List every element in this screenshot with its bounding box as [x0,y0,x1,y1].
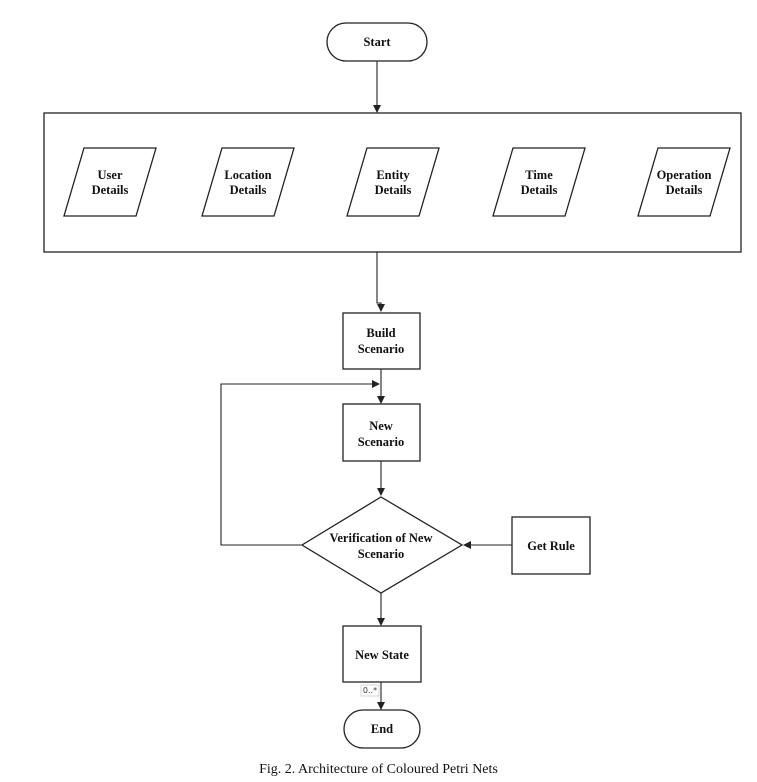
time-details-label-line2: Details [521,183,558,197]
operation-details-label-line2: Details [666,183,703,197]
new-scenario-label-line1: New [369,419,393,433]
flowchart: Start User Details Location Details Enti… [43,22,742,749]
new-scenario-node: New Scenario [342,403,421,462]
verification-label-line2: Scenario [358,547,405,561]
location-details-label-line1: Location [224,168,271,182]
user-details-label-line2: Details [92,183,129,197]
start-label: Start [363,35,391,49]
time-details-label-line1: Time [525,168,553,182]
build-scenario-label-line1: Build [366,326,395,340]
edge-inputs-to-build [376,252,385,312]
edge-verification-loop-back [220,380,380,546]
build-scenario-label-line2: Scenario [358,342,405,356]
location-details-node: Location Details [201,147,295,217]
entity-details-node: Entity Details [346,147,440,217]
user-details-label-line1: User [98,168,123,182]
user-details-node: User Details [63,147,157,217]
figure-caption: Fig. 2. Architecture of Coloured Petri N… [259,762,498,777]
edge-multiplicity-label: 0..* [360,684,380,697]
get-rule-label: Get Rule [527,539,575,553]
operation-details-label-line1: Operation [657,168,712,182]
start-node: Start [326,22,428,62]
get-rule-node: Get Rule [511,516,591,575]
entity-details-label-line2: Details [375,183,412,197]
new-scenario-label-line2: Scenario [358,435,405,449]
location-details-label-line2: Details [230,183,267,197]
new-state-label: New State [355,648,409,662]
new-state-node: New State [342,625,422,683]
verification-label-line1: Verification of New [330,531,433,545]
end-label: End [371,722,393,736]
build-scenario-node: Build Scenario [342,312,421,370]
verification-decision-node: Verification of New Scenario [300,496,464,594]
operation-details-node: Operation Details [637,147,731,217]
time-details-node: Time Details [492,147,586,217]
end-node: End [343,709,421,749]
entity-details-label-line1: Entity [376,168,410,182]
edge-multiplicity-text: 0..* [363,686,377,695]
